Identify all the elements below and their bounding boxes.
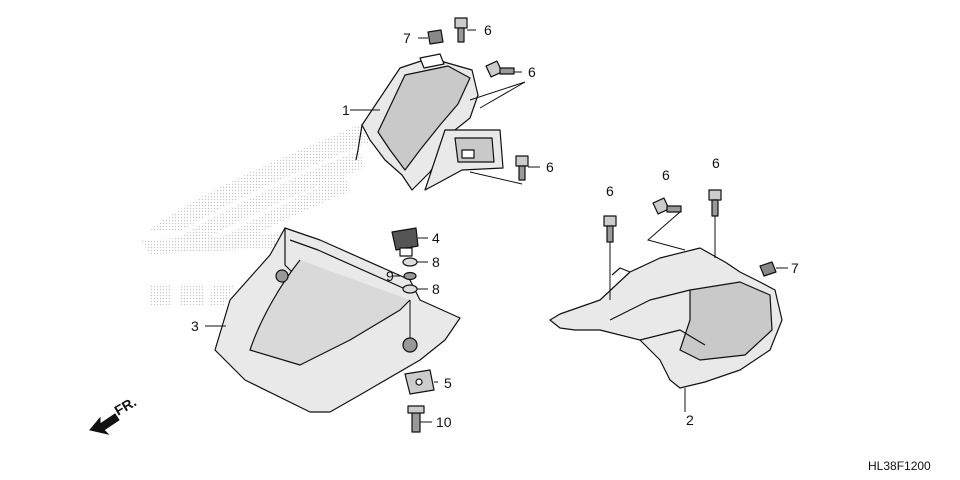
part-6-bolt-f xyxy=(708,189,722,217)
callout-3: 3 xyxy=(191,318,199,334)
part-2-side-cover xyxy=(549,247,783,389)
callout-6-upper: 6 xyxy=(528,64,536,80)
callout-6-right-a: 6 xyxy=(606,183,614,199)
part-7-clip-a xyxy=(427,29,444,45)
part-9-washer xyxy=(403,271,417,281)
part-6-bolt-a xyxy=(454,17,468,43)
callout-5: 5 xyxy=(444,375,452,391)
callout-7-top: 7 xyxy=(403,30,411,46)
part-4-rubber-grommet xyxy=(391,227,419,257)
callout-6-right-c: 6 xyxy=(712,155,720,171)
callout-8-upper: 8 xyxy=(432,254,440,270)
callout-6-right-b: 6 xyxy=(662,167,670,183)
leader-lines xyxy=(205,29,788,423)
part-6-bolt-b xyxy=(485,60,515,78)
part-8-washer-a xyxy=(402,257,418,267)
callout-9: 9 xyxy=(386,268,394,284)
callout-8-lower: 8 xyxy=(432,281,440,297)
callout-6-bracket: 6 xyxy=(546,159,554,175)
callout-4: 4 xyxy=(432,230,440,246)
part-7-clip-b xyxy=(759,261,777,277)
callout-7-right: 7 xyxy=(791,260,799,276)
drawing-code: HL38F1200 xyxy=(868,459,931,473)
part-10-screw xyxy=(407,405,425,433)
part-6-bolt-d xyxy=(603,215,617,243)
part-5-clip xyxy=(404,369,435,395)
part-1-upper-cover xyxy=(355,53,504,191)
front-direction-arrow: FR. xyxy=(89,393,139,435)
callout-2: 2 xyxy=(686,412,694,428)
part-6-bolt-c xyxy=(515,155,529,181)
part-6-bolt-e xyxy=(652,197,682,215)
callout-1: 1 xyxy=(342,102,350,118)
part-8-washer-b xyxy=(402,284,418,294)
callout-10: 10 xyxy=(436,414,452,430)
callout-6-top: 6 xyxy=(484,22,492,38)
